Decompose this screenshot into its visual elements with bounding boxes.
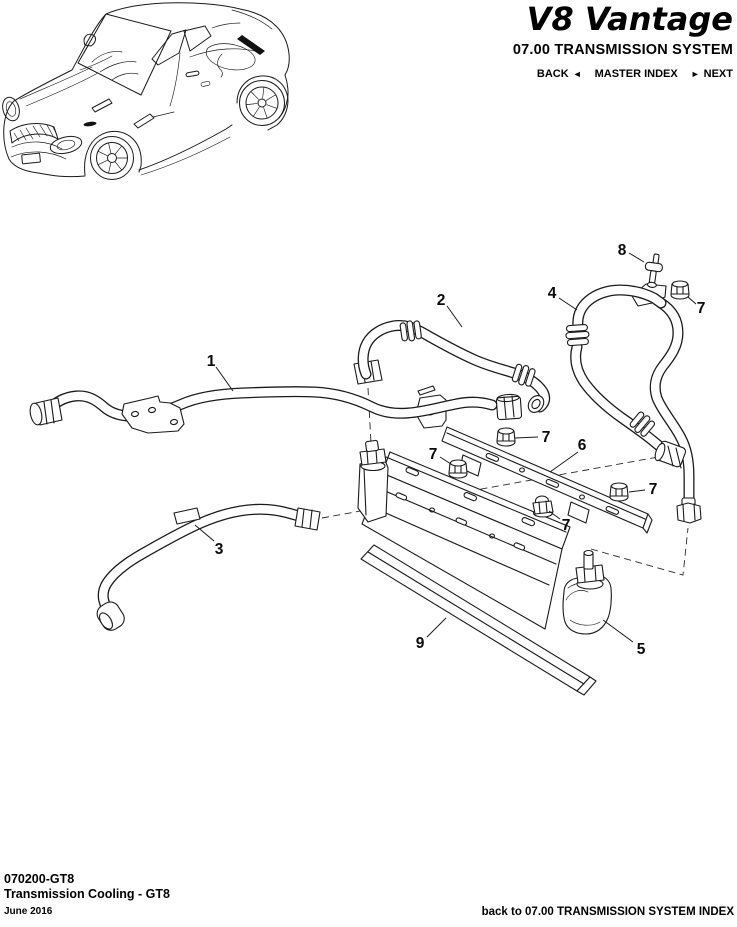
callout-8: 8 xyxy=(618,242,627,259)
callout-labels: 1 2 3 4 5 6 7 7 7 7 7 8 9 xyxy=(194,242,706,658)
part-8-clip xyxy=(644,253,663,288)
car-line-art xyxy=(2,2,290,180)
rear-wheel xyxy=(239,80,285,126)
part-1-cooler-pipe xyxy=(29,385,523,434)
callout-7-2: 7 xyxy=(542,429,551,446)
stud-7-center xyxy=(532,495,554,518)
footer-document-info: 070200-GT8 Transmission Cooling - GT8 Ju… xyxy=(4,872,170,917)
nav-next-label: NEXT xyxy=(703,68,733,81)
part-6-mounting-bracket xyxy=(441,426,653,534)
part-5-oil-cooler xyxy=(357,439,612,635)
brand-logo: V8 Vantage xyxy=(526,0,733,38)
next-arrow-icon: ► xyxy=(690,68,700,79)
part-3-pipe xyxy=(96,508,321,631)
footer-index-link[interactable]: back to 07.00 TRANSMISSION SYSTEM INDEX xyxy=(481,906,734,918)
document-code: 070200-GT8 xyxy=(4,872,75,886)
nut-7-right xyxy=(609,482,629,502)
part-2-hose xyxy=(353,320,547,413)
section-title: 07.00 TRANSMISSION SYSTEM xyxy=(512,42,733,59)
callout-6: 6 xyxy=(578,437,587,454)
callout-5: 5 xyxy=(637,641,646,658)
part-4-hose-assembly xyxy=(565,283,702,524)
document-date: June 2016 xyxy=(4,906,53,917)
callout-3: 3 xyxy=(215,541,224,558)
callout-7-4: 7 xyxy=(649,481,658,498)
document-title: Transmission Cooling - GT8 xyxy=(4,887,170,901)
nav-master-index-link[interactable]: MASTER INDEX xyxy=(595,68,678,80)
nav-master-index-label: MASTER INDEX xyxy=(594,68,678,81)
nav-back-link[interactable]: BACK ◄ xyxy=(537,68,582,80)
header-navigation: BACK ◄ MASTER INDEX ► NEXT xyxy=(513,68,733,80)
dash-line-cooler-to-hose4 xyxy=(590,527,689,576)
callout-1: 1 xyxy=(207,353,216,370)
transmission-location-highlight xyxy=(237,35,265,55)
callout-7-5: 7 xyxy=(562,517,571,534)
callout-4: 4 xyxy=(548,285,557,302)
callout-7-1: 7 xyxy=(697,300,706,317)
nut-7-top-right xyxy=(670,280,690,300)
part-7-nuts xyxy=(448,280,690,518)
nav-back-label: BACK xyxy=(536,68,569,81)
vehicle-illustration xyxy=(2,2,290,180)
callout-2: 2 xyxy=(437,292,446,309)
callout-7-3: 7 xyxy=(429,446,438,463)
page-header: V8 Vantage 07.00 TRANSMISSION SYSTEM BAC… xyxy=(512,0,733,81)
nav-next-link[interactable]: ► NEXT xyxy=(691,68,733,80)
back-arrow-icon: ◄ xyxy=(572,68,582,79)
nut-7-left xyxy=(448,459,468,479)
nut-7-upper xyxy=(496,427,516,447)
front-wheel xyxy=(90,136,134,180)
assembly-dash-lines xyxy=(321,387,689,576)
dash-line-hose2-to-cooler xyxy=(367,387,372,444)
part-9-seal-strip xyxy=(360,544,597,696)
callout-9: 9 xyxy=(416,635,425,652)
